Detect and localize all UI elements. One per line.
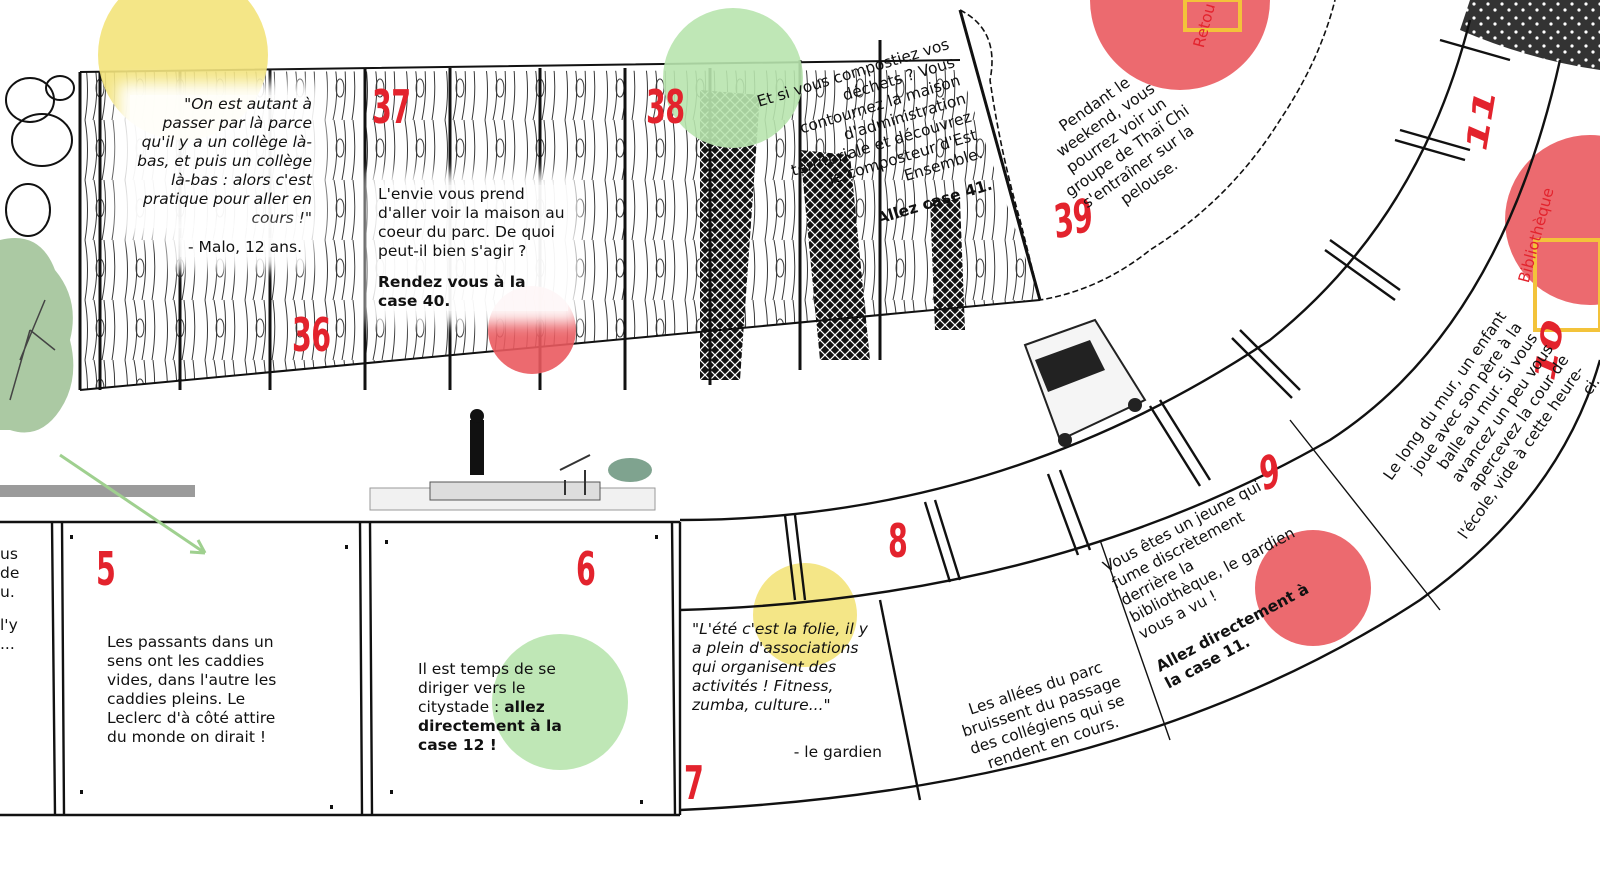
van-illustration [1023,318,1147,447]
green-circle [663,8,803,148]
grass-area [959,0,1336,301]
green-circle [492,634,628,770]
case-number-7: 7 [684,756,704,810]
case-number-6: 6 [576,542,596,596]
case-number-36: 36 [292,308,331,362]
red-circle [1090,0,1270,90]
red-circle [1505,135,1600,305]
case-7-quote: "L'été c'est la folie, il y a plein d'as… [692,620,868,714]
case-number-8: 8 [888,514,908,568]
case-6-action: allez directement à la case 12 ! [418,698,562,754]
case-number-37: 37 [372,80,411,134]
dotted-pattern [1460,0,1600,70]
case-7-author: - le gardien [793,743,882,761]
person-bench-illustration [369,409,656,511]
red-circle [1255,530,1371,646]
case-4-fragment: us de u. l'y ... [0,545,20,653]
yellow-circle [753,563,857,667]
track-dots [70,535,658,809]
retour-sign [1183,0,1242,32]
case-number-38: 38 [646,80,685,134]
green-arrow [59,453,206,555]
straight-track [0,520,682,817]
case-37-text: L'envie vous prend d'aller voir la maiso… [378,185,568,311]
case-number-11: 11 [1459,84,1502,158]
grey-ledge [0,485,195,497]
curved-track [679,19,1600,812]
case-36-author: - Malo, 12 ans. [180,238,302,257]
case-37-action: Rendez vous à la case 40. [378,273,526,310]
case-36-quote: "On est autant à passer par là parce qu'… [130,95,312,228]
case-6-text: Il est temps de se diriger vers le citys… [418,660,562,754]
library-sign [1533,238,1600,332]
stones-illustration [5,75,75,237]
case-5-text: Les passants dans un sens ont les caddie… [107,633,277,746]
case-number-5: 5 [96,542,116,596]
